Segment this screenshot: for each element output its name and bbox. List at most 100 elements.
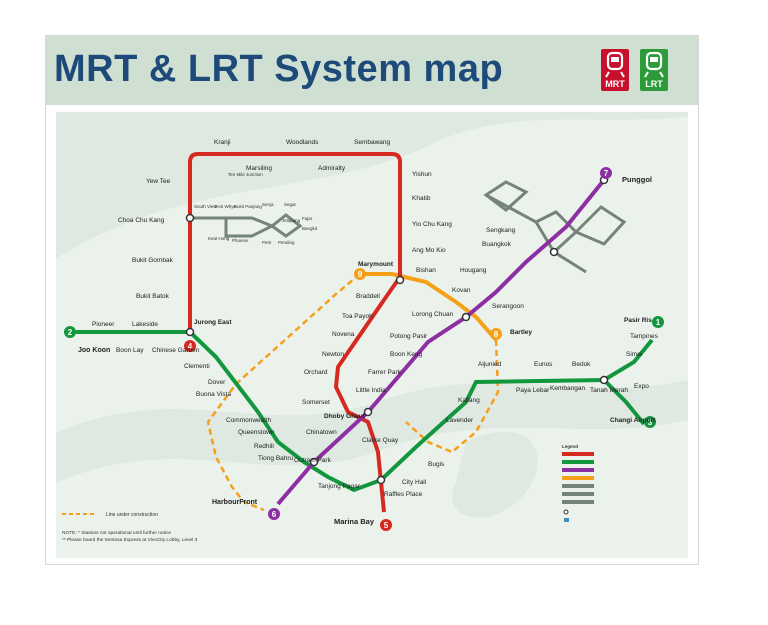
station-joo-koon: Joo Koon [78, 347, 110, 354]
station-boon-keng: Boon Keng [390, 351, 423, 358]
station-dhoby-ghaut: Dhoby Ghaut [324, 413, 366, 420]
station-punggol: Punggol [622, 175, 652, 184]
legend: Legend [562, 444, 594, 522]
line-number-badge-ns-west: 4 [184, 340, 196, 352]
station-little-india: Little India [356, 387, 386, 394]
station-braddell: Braddell [356, 293, 380, 300]
station-orchard: Orchard [304, 369, 328, 376]
station-aljunied: Aljunied [478, 361, 502, 368]
station-kranji: Kranji [214, 139, 231, 146]
line-number-badge-ew-west: 2 [64, 326, 76, 338]
mrt-logo: MRT [601, 49, 629, 91]
lrt-station-phoenix: Phoenix [232, 238, 249, 243]
line-number-badge-cc-east: 8 [490, 328, 502, 340]
station-redhill: Redhill [254, 443, 274, 450]
construction-legend-text: Line under construction [106, 512, 158, 518]
station-queenstown: Queenstown [238, 429, 275, 436]
footer-note-2: ** Please board the Sentosa Express at V… [62, 537, 198, 543]
station-tampines: Tampines [630, 333, 659, 340]
interchange-markers [185, 175, 609, 485]
station-choa-chu-kang: Choa Chu Kang [118, 217, 165, 224]
station-buangkok: Buangkok [482, 241, 512, 248]
station-clarke-quay: Clarke Quay [362, 437, 399, 444]
lrt-station-teck-whye: Teck Whye [214, 204, 237, 209]
lrt-station-labels: South View Teck Whye Bukit Panjang Keat … [194, 172, 318, 245]
station-yio-chu-kang: Yio Chu Kang [412, 221, 452, 228]
svg-text:1: 1 [656, 318, 661, 327]
lrt-station-keat-hong: Keat Hong [208, 236, 230, 241]
station-clementi: Clementi [184, 363, 210, 370]
line-number-badge-changi: 3 [644, 416, 656, 428]
station-bugis: Bugis [428, 461, 445, 468]
station-changi-airport: Changi Airport [610, 417, 656, 424]
svg-text:Legend: Legend [562, 444, 578, 449]
line-number-badge-ne-north: 7 [600, 167, 612, 179]
station-lavender: Lavender [446, 417, 474, 424]
station-jurong-east: Jurong East [194, 319, 232, 326]
lrt-station-jelapang: Jelapang [282, 218, 301, 223]
station-pasir-ris: Pasir Ris [624, 317, 652, 324]
station-marymount: Marymount [358, 261, 394, 268]
station-novena: Novena [332, 331, 355, 338]
line-number-badge-ns-south: 5 [380, 519, 392, 531]
station-marsiling: Marsiling [246, 165, 272, 172]
station-serangoon: Serangoon [492, 303, 524, 310]
station-eunos: Eunos [534, 361, 553, 368]
circle-line-dashed [206, 273, 361, 512]
station-lorong-chuan: Lorong Chuan [412, 311, 454, 318]
station-bishan: Bishan [416, 267, 436, 274]
svg-text:6: 6 [272, 510, 277, 519]
station-somerset: Somerset [302, 399, 330, 406]
station-tanjong-pagar: Tanjong Pagar [318, 483, 361, 490]
station-labels: Kranji Woodlands Sembawang Marsiling Adm… [78, 139, 659, 526]
east-west-line [76, 330, 654, 493]
lrt-station-pending: Pending [278, 240, 295, 245]
lrt-station-ten-mile: Ten Mile Junction [228, 172, 263, 177]
station-tiong-bahru: Tiong Bahru [258, 455, 294, 462]
lrt-station-bangkit: Bangkit [302, 226, 318, 231]
station-woodlands: Woodlands [286, 139, 319, 146]
lrt-station-petir: Petir [262, 240, 272, 245]
lrt-station-fajar: Fajar [302, 216, 313, 221]
station-newton: Newton [322, 351, 344, 358]
station-bedok: Bedok [572, 361, 591, 368]
station-boon-lay: Boon Lay [116, 347, 144, 354]
station-yishun: Yishun [412, 171, 432, 178]
station-raffles-place: Raffles Place [384, 491, 423, 498]
svg-text:8: 8 [494, 330, 499, 339]
lrt-logo: LRT [640, 49, 668, 91]
lrt-station-bukit-panjang: Bukit Panjang [234, 204, 262, 209]
station-harbourfront: HarbourFront [212, 499, 258, 506]
station-bukit-gombak: Bukit Gombak [132, 257, 174, 264]
station-chinese-garden: Chinese Garden [152, 347, 200, 354]
station-ang-mo-kio: Ang Mo Kio [412, 247, 446, 254]
svg-text:7: 7 [604, 169, 609, 178]
north-south-line [188, 152, 402, 513]
map-frame: MRT & LRT System map MRT LRT [46, 36, 698, 564]
lrt-station-south-view: South View [194, 204, 217, 209]
station-commonwealth: Commonwealth [226, 417, 272, 424]
station-marina-bay: Marina Bay [334, 517, 375, 526]
page-title: MRT & LRT System map [54, 48, 504, 90]
station-kovan: Kovan [452, 287, 471, 294]
map-svg: 2 4 1 3 5 7 6 8 9 Kranji Woodlands Semba… [56, 112, 688, 543]
station-khatib: Khatib [412, 195, 431, 202]
changi-branch-line [602, 378, 646, 426]
lrt-logo-label: LRT [645, 79, 663, 89]
bg-swirl [452, 431, 538, 518]
station-farrer-park: Farrer Park [368, 369, 402, 376]
station-kallang: Kallang [458, 397, 480, 404]
station-tanah-merah: Tanah Merah [590, 387, 628, 394]
svg-text:3: 3 [648, 418, 653, 427]
lrt-station-senja: Senja [262, 202, 274, 207]
mrt-logo-label: MRT [605, 79, 625, 89]
header-bar: MRT & LRT System map MRT LRT [46, 36, 698, 105]
station-potong-pasir: Potong Pasir [390, 333, 428, 340]
footer-note-1: NOTE: * Stations not operational until f… [62, 530, 171, 536]
station-expo: Expo [634, 383, 649, 390]
station-lakeside: Lakeside [132, 321, 158, 328]
station-kembangan: Kembangan [550, 385, 585, 392]
line-number-badge-cc-north: 9 [354, 268, 366, 280]
bg-swirl [56, 112, 688, 259]
station-bartley: Bartley [510, 329, 532, 336]
